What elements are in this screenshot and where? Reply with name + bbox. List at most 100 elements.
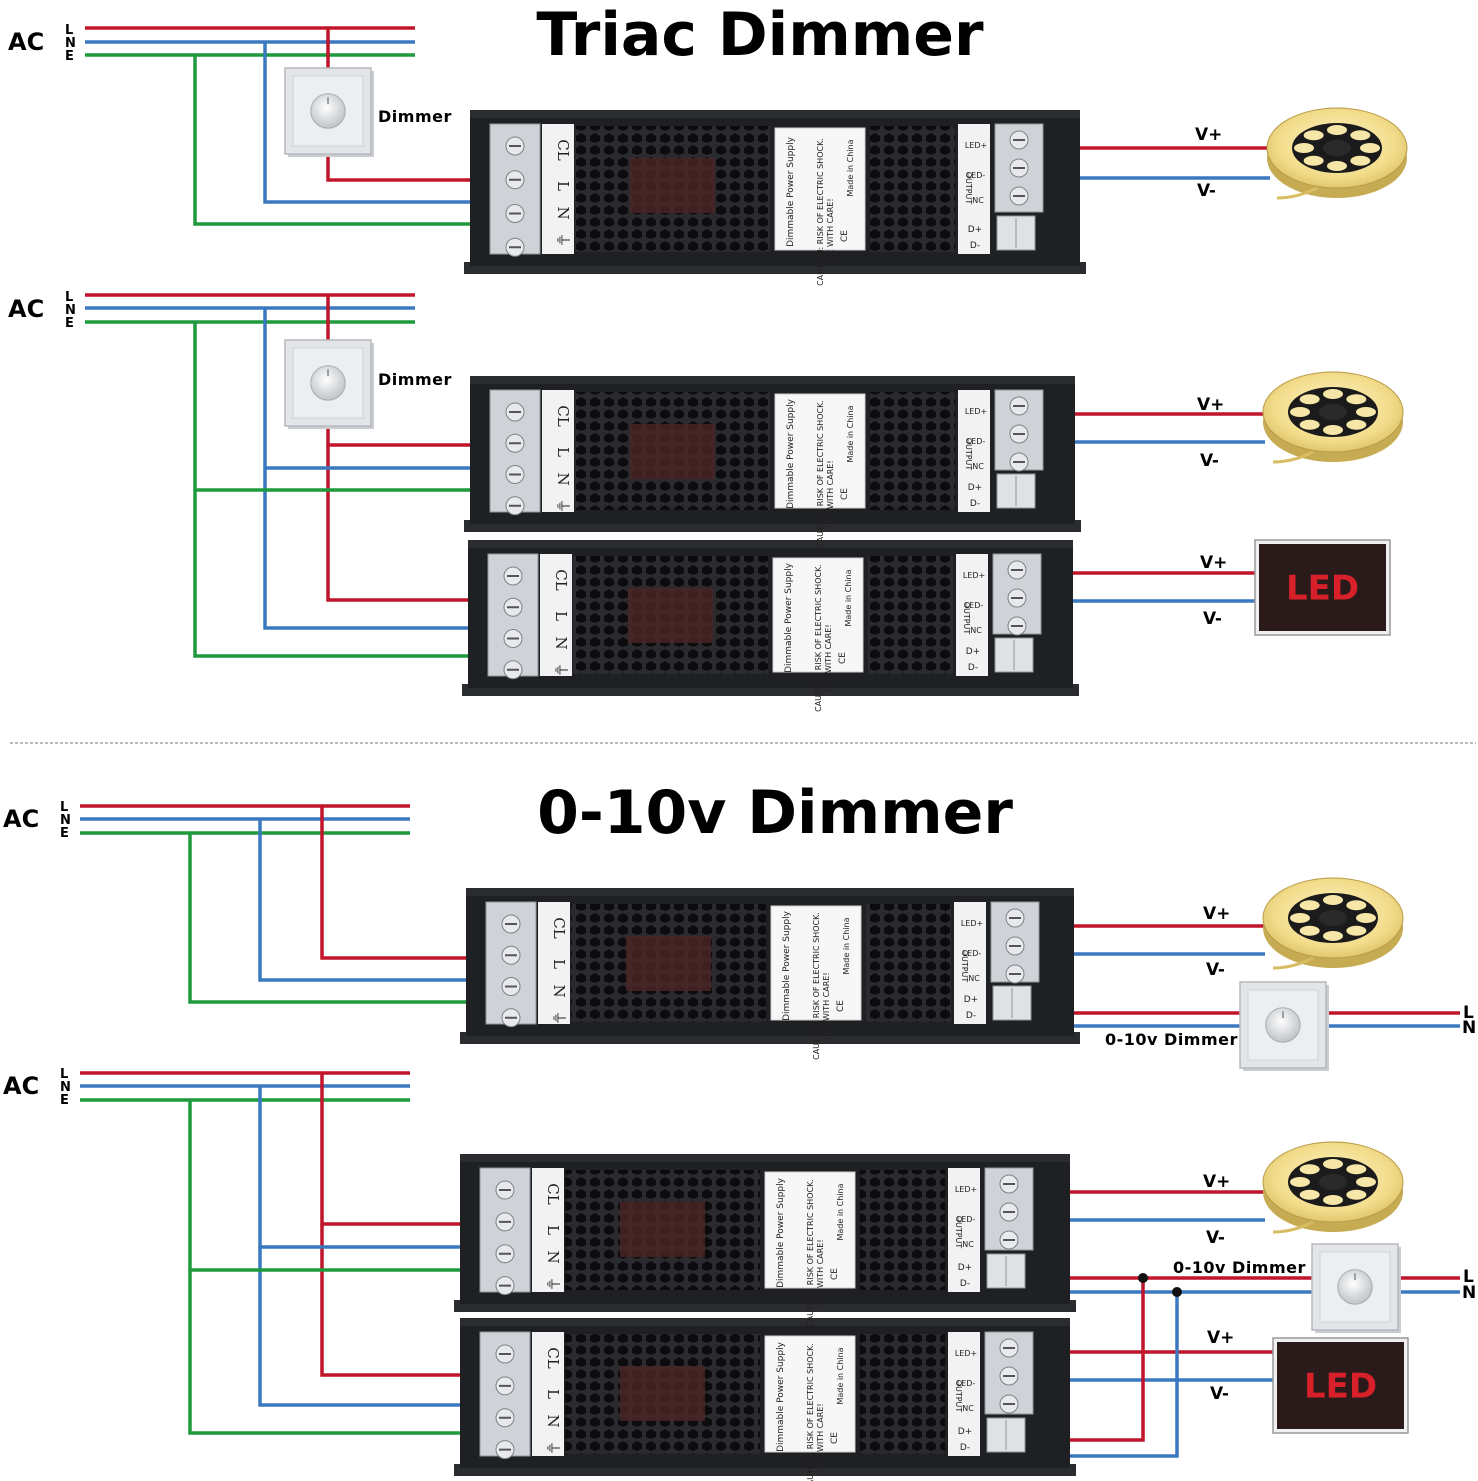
- psu-sticker-ce: CE: [840, 230, 850, 242]
- psu-sticker-made: Made in China: [842, 917, 851, 974]
- psu-out-d-minus: D-: [970, 241, 980, 251]
- psu-out-led-minus: LED-: [967, 171, 986, 180]
- psu-top-rail: [468, 540, 1073, 550]
- psu-sticker-made: Made in China: [846, 405, 855, 462]
- v-plus-label: V+: [1203, 904, 1230, 924]
- psu-sticker-caution: CAUTION: RISK OF ELECTRIC SHOCK.: [812, 912, 821, 1060]
- psu-sticker: [770, 905, 862, 1021]
- led-sign-panel: [1259, 544, 1386, 631]
- dimmer-knob-icon: [1265, 1007, 1301, 1043]
- psu-grille-right: [870, 392, 955, 510]
- psu-sticker-caution: CAUTION: RISK OF ELECTRIC SHOCK.: [816, 400, 825, 548]
- led-reel-segment: [1290, 407, 1310, 417]
- psu-output-label-strip: [956, 554, 988, 676]
- psu-grille-right: [860, 1334, 945, 1454]
- psu-label-e: ⏚: [554, 232, 572, 247]
- l-out-label: L: [1463, 1267, 1474, 1287]
- live-to-psu-b: [320, 1224, 495, 1377]
- psu-output-label-strip: [954, 902, 986, 1024]
- n-out-label: N: [1462, 1018, 1476, 1038]
- psu-grille-right: [870, 126, 955, 252]
- dimmer-label: Dimmer: [378, 107, 452, 126]
- ac-e-label: E: [60, 826, 69, 841]
- psu-label-cl: CL: [552, 569, 570, 590]
- junction-dot: [1138, 1273, 1148, 1283]
- psu-label-n: N: [554, 472, 572, 485]
- psu-sticker-made: Made in China: [836, 1183, 845, 1240]
- psu-sticker-care: USE WITH CARE!: [816, 1239, 825, 1306]
- psu-label-cl: CL: [550, 917, 568, 938]
- psu-label-cl: CL: [554, 405, 572, 426]
- earth-to-psu: [188, 833, 495, 1004]
- psu-sticker: [772, 557, 864, 673]
- psu-sticker: [774, 127, 866, 251]
- psu-out-d-plus: D+: [968, 225, 982, 235]
- psu-sticker-care: USE WITH CARE!: [826, 460, 835, 527]
- led-reel-segment: [1294, 143, 1314, 153]
- v-plus-label: V+: [1195, 125, 1222, 145]
- led-reel-segment: [1356, 1177, 1376, 1187]
- psu-label-n: N: [544, 1250, 562, 1263]
- ac-n-label: N: [60, 1080, 71, 1095]
- led-reel-segment: [1299, 1189, 1320, 1200]
- led-reel-segment: [1290, 1177, 1310, 1187]
- psu-out-nc: NC: [972, 196, 984, 205]
- psu-grille-right: [860, 1170, 945, 1290]
- v-minus-label: V-: [1210, 1384, 1229, 1404]
- psu-grille-right: [866, 904, 951, 1022]
- psu-label-cl: CL: [544, 1183, 562, 1204]
- led-reel-segment: [1323, 425, 1343, 435]
- led-reel-segment: [1356, 913, 1376, 923]
- psu-out-led-minus: LED-: [967, 437, 986, 446]
- n-out-label: N: [1462, 1283, 1476, 1303]
- ac-l-label: L: [65, 290, 73, 305]
- led-strip-tail: [1276, 186, 1318, 200]
- psu-label-n: N: [552, 636, 570, 649]
- led-reel-segment: [1323, 1195, 1343, 1205]
- led-reel-segment: [1346, 1189, 1367, 1200]
- psu-label-l: L: [554, 447, 572, 457]
- led-sign-text: LED: [1286, 569, 1359, 609]
- psu-out-led-plus: LED+: [965, 407, 987, 416]
- psu-sticker-ce: CE: [830, 1432, 840, 1444]
- psu-sticker-made: Made in China: [844, 569, 853, 626]
- psu-sticker: [764, 1171, 856, 1289]
- psu-sticker-title: Dimmable Power Supply: [776, 1177, 786, 1288]
- psu-inner-component: [626, 936, 711, 991]
- psu-input-label-strip: [542, 124, 574, 254]
- v-plus-label: V+: [1203, 1172, 1230, 1192]
- psu-label-l: L: [550, 959, 568, 969]
- led-reel-segment: [1303, 130, 1324, 141]
- psu-sticker-title: Dimmable Power Supply: [786, 398, 796, 509]
- dimmer-knob-icon: [310, 365, 346, 401]
- psu-out-output: OUTPUT: [964, 438, 973, 471]
- psu-out-d-minus: D-: [970, 499, 980, 509]
- ac-e-label: E: [65, 316, 74, 331]
- zero-ten-dimmer-label: 0-10v Dimmer: [1173, 1258, 1306, 1277]
- psu-out-led-plus: LED+: [955, 1185, 977, 1194]
- led-reel-center: [1319, 1174, 1347, 1190]
- dimmer-knob-icon: [310, 93, 346, 129]
- psu-sticker-title: Dimmable Power Supply: [776, 1341, 786, 1452]
- led-reel-segment: [1299, 925, 1320, 936]
- v-minus-label: V-: [1206, 1228, 1225, 1248]
- psu-sticker-care: USE WITH CARE!: [816, 1403, 825, 1470]
- dim-plus-drop: [1040, 1278, 1145, 1442]
- psu-out-d-plus: D+: [958, 1263, 972, 1273]
- dimmer-label: Dimmer: [378, 370, 452, 389]
- live-to-psu-b: [326, 445, 497, 602]
- led-reel-segment: [1299, 900, 1320, 911]
- led-reel-segment: [1346, 1164, 1367, 1175]
- led-reel-center: [1319, 404, 1347, 420]
- led-reel-segment: [1299, 1164, 1320, 1175]
- psu-out-output: OUTPUT: [954, 1216, 963, 1249]
- psu-out-nc: NC: [970, 626, 982, 635]
- ac-l-label: L: [60, 1067, 68, 1082]
- led-strip-tail: [1272, 956, 1314, 970]
- v-plus-label: V+: [1200, 553, 1227, 573]
- psu-sticker-caution: CAUTION: RISK OF ELECTRIC SHOCK.: [806, 1343, 815, 1481]
- live-to-psu: [320, 806, 495, 960]
- psu-sticker-ce: CE: [830, 1268, 840, 1280]
- ac-l-label: L: [65, 23, 73, 38]
